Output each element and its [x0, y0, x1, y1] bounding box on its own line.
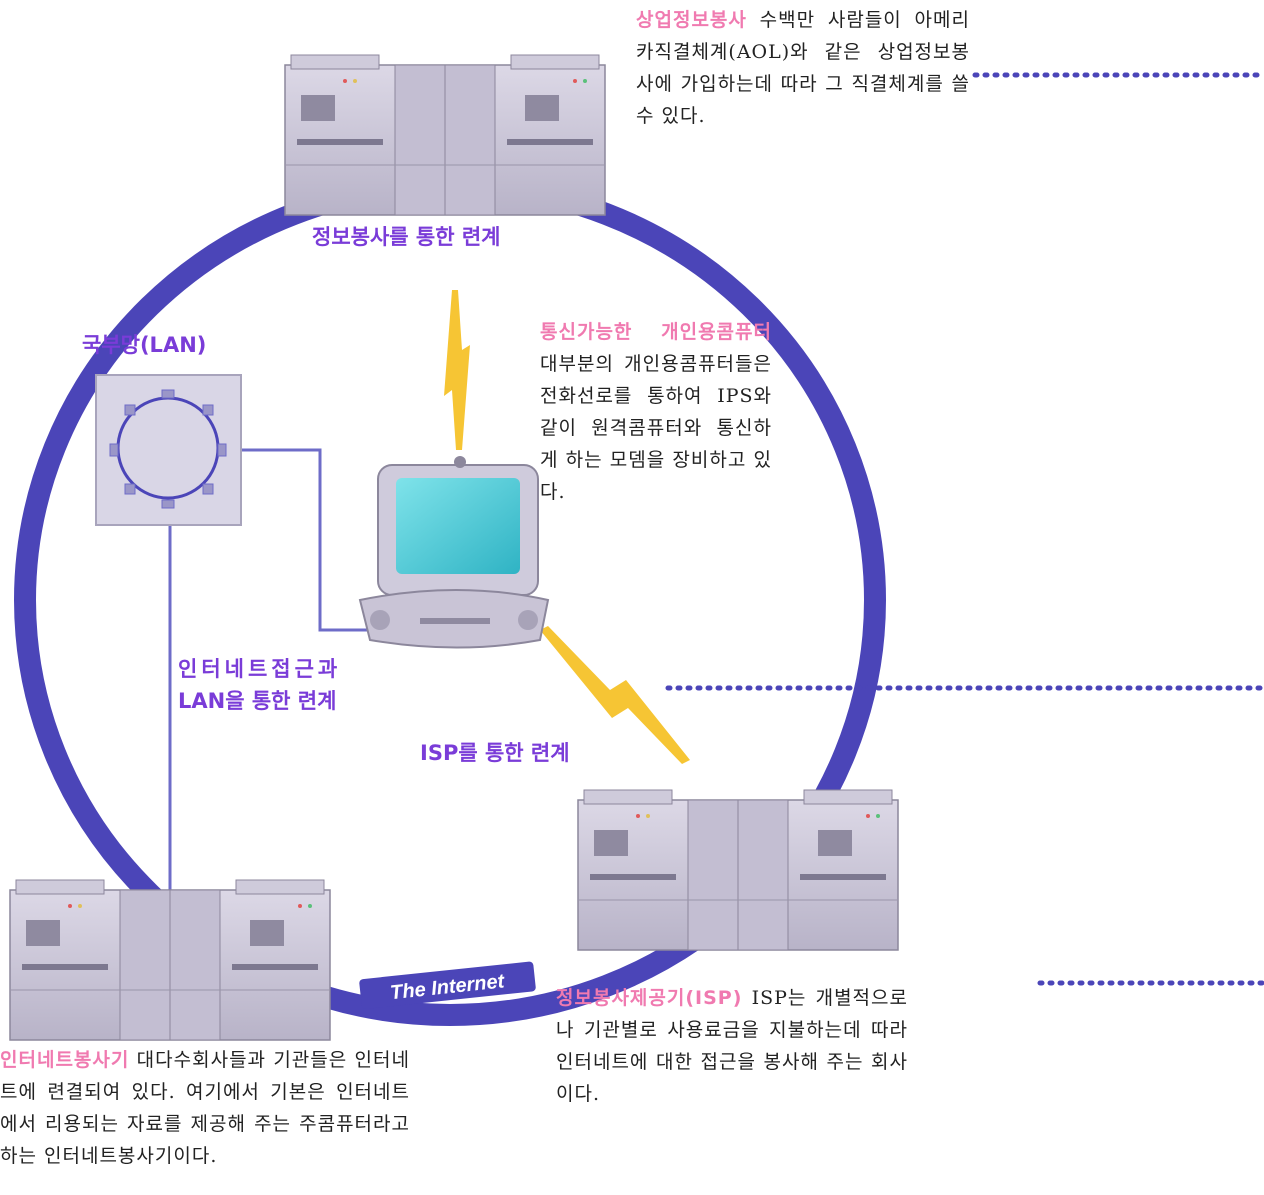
lan-title-label: 국부망(LAN)	[82, 333, 207, 357]
internet-server-title: 인터네트봉사기	[0, 1049, 130, 1071]
lightning-bolt-top	[444, 290, 470, 450]
personal-computer	[358, 456, 550, 649]
isp-link-label: ISP를 통한 련계	[420, 741, 570, 765]
commercial-service-server	[284, 54, 606, 216]
personal-pc-body: 대부분의 개인용콤퓨터들은 전화선로를 통하여 IPS와 같이 원격콤퓨터와 통…	[540, 353, 772, 503]
isp-title: 정보봉사제공기(ISP)	[556, 987, 743, 1009]
isp-server	[577, 789, 899, 951]
personal-pc-title: 통신가능한 개인용콤퓨터	[540, 321, 772, 343]
internet-server-description: 인터네트봉사기 대다수회사들과 기관들은 인터네트에 련결되여 있다. 여기에서…	[0, 1044, 410, 1172]
commercial-service-body: 수백만 사람들이 아메리카직결체계(AOL)와 같은 상업정보봉사에 가입하는데…	[636, 9, 970, 127]
lan-to-pc-connector	[240, 448, 370, 632]
isp-description: 정보봉사제공기(ISP) ISP는 개별적으로나 기관별로 사용료금을 지불하는…	[556, 982, 908, 1110]
internet-server-body: 대다수회사들과 기관들은 인터네트에 련결되여 있다. 여기에서 기본은 인터네…	[0, 1049, 410, 1167]
internet-lan-link-label-line1: 인터네트접근과	[178, 657, 342, 681]
commercial-service-title: 상업정보봉사	[636, 9, 747, 31]
internet-server	[9, 879, 331, 1041]
commercial-service-description: 상업정보봉사 수백만 사람들이 아메리카직결체계(AOL)와 같은 상업정보봉사…	[636, 4, 970, 132]
lightning-bolt-bottom	[540, 626, 690, 764]
lan-panel	[95, 374, 242, 526]
isp-body: ISP는 개별적으로나 기관별로 사용료금을 지불하는데 따라 인터네트에 대한…	[556, 987, 908, 1105]
info-service-link-label: 정보봉사를 통한 련계	[312, 225, 501, 249]
internet-lan-link-label-line2: LAN을 통한 련계	[178, 689, 337, 713]
personal-pc-description: 통신가능한 개인용콤퓨터 대부분의 개인용콤퓨터들은 전화선로를 통하여 IPS…	[540, 316, 772, 508]
